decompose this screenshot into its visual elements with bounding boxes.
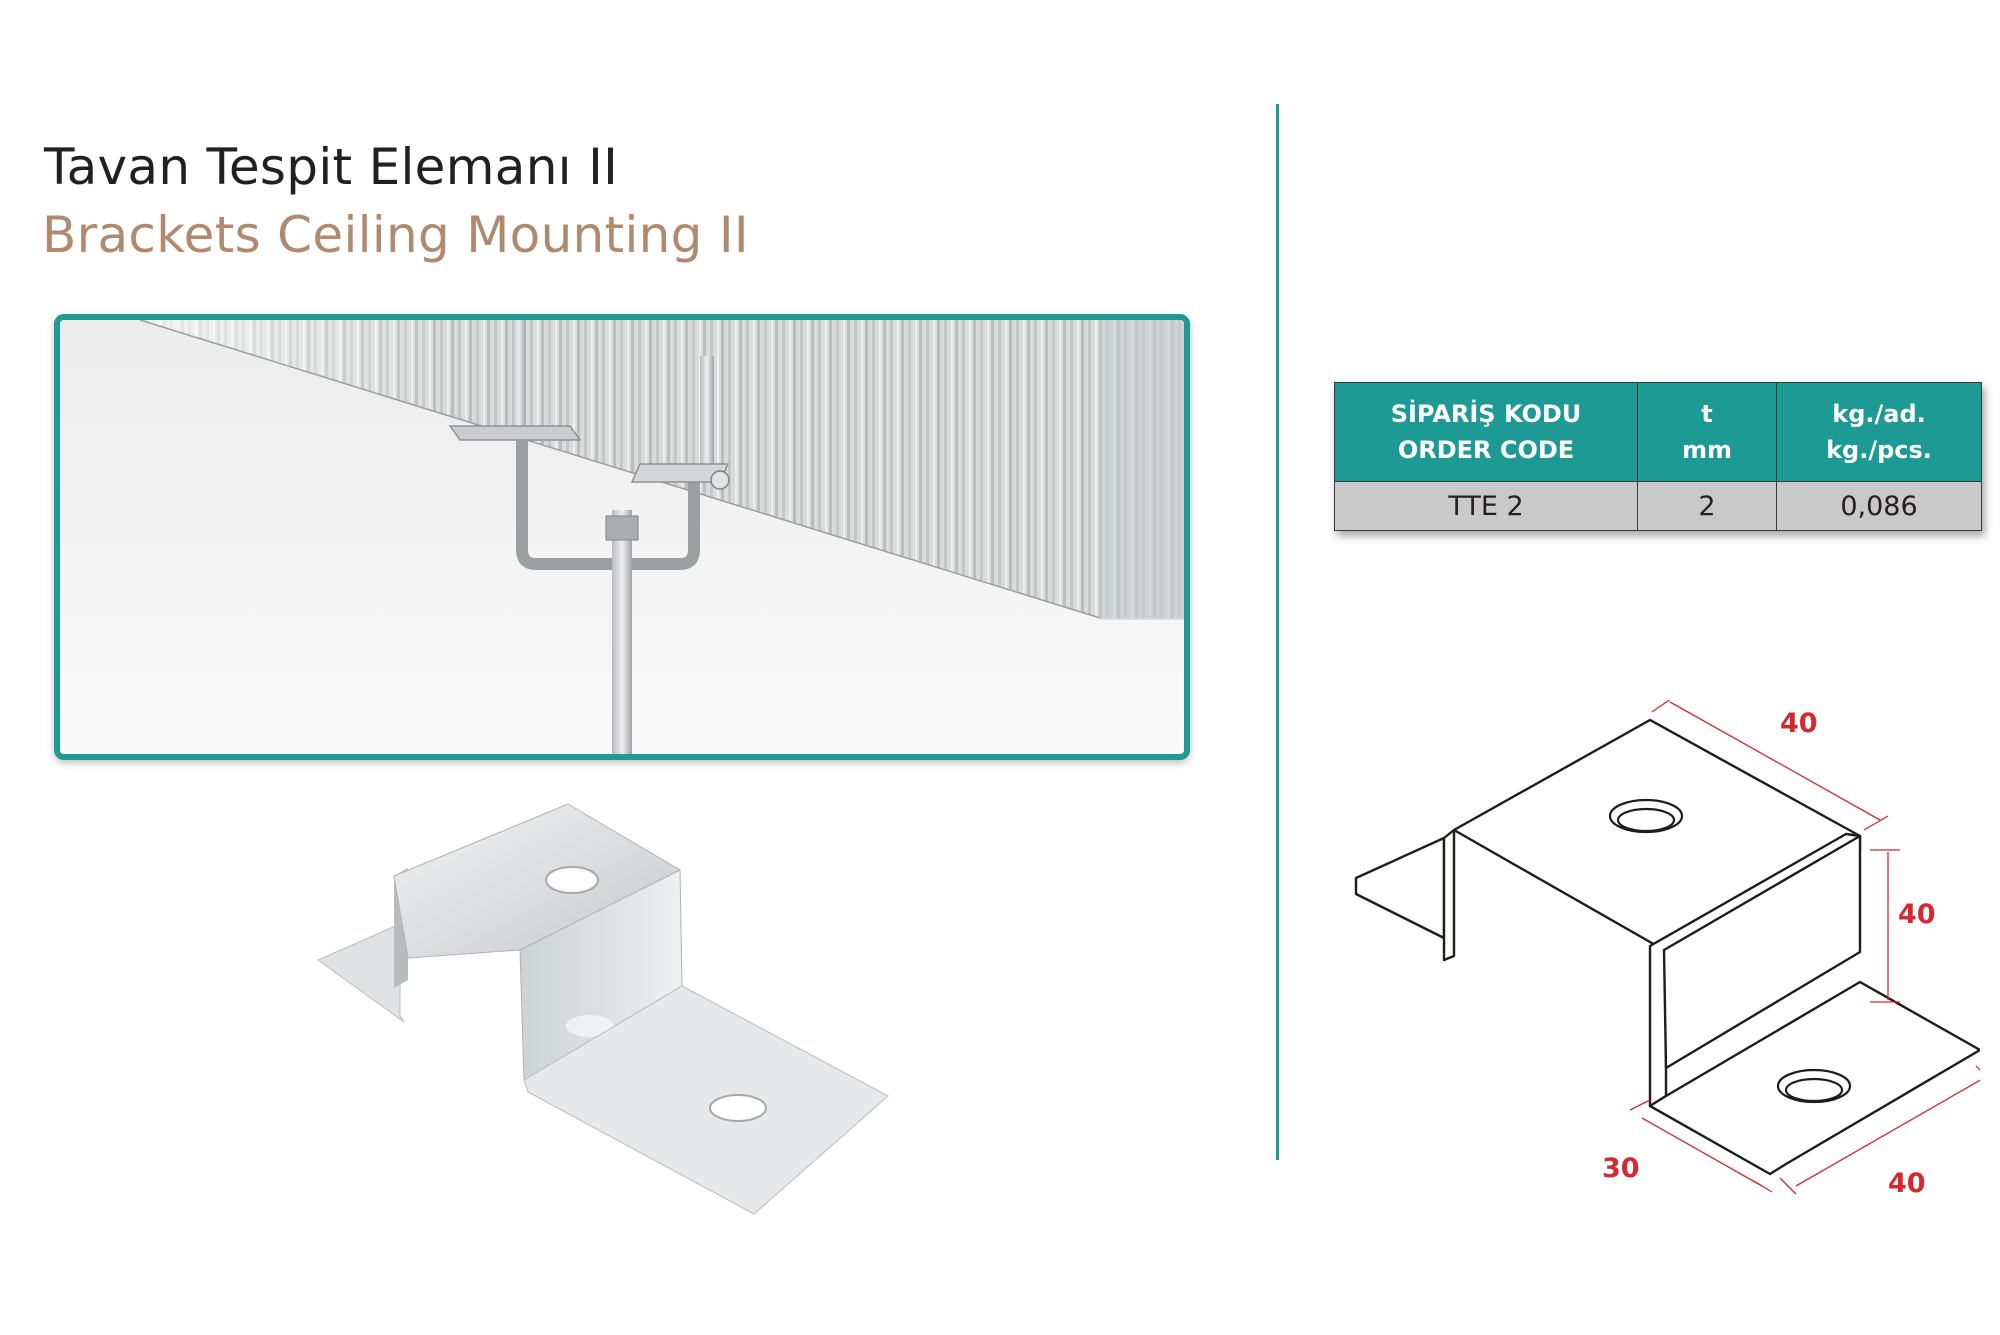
dimension-top-length: 40 <box>1780 708 1818 739</box>
page-subtitle: Brackets Ceiling Mounting II <box>42 206 749 264</box>
cell-weight: 0,086 <box>1776 481 1982 531</box>
cell-order-code: TTE 2 <box>1334 481 1638 531</box>
technical-drawing: 40 40 30 40 <box>1354 700 1980 1199</box>
header-weight: kg./ad. kg./pcs. <box>1776 382 1982 482</box>
header-label-en: ORDER CODE <box>1397 436 1575 464</box>
installation-illustration <box>60 320 1184 754</box>
header-label-tr: SİPARİŞ KODU <box>1390 400 1582 428</box>
anchor-bolt-right <box>700 356 714 466</box>
threaded-rod <box>612 510 632 754</box>
table-row: TTE 2 2 0,086 <box>1334 481 1982 531</box>
dimension-height: 40 <box>1898 899 1936 930</box>
order-table: SİPARİŞ KODU ORDER CODE t mm kg./ad. kg.… <box>1334 382 1982 531</box>
installation-photo <box>54 314 1190 760</box>
header-label-en: kg./pcs. <box>1826 436 1932 464</box>
header-order-code: SİPARİŞ KODU ORDER CODE <box>1334 382 1638 482</box>
top-hole <box>545 866 599 894</box>
vertical-divider <box>1276 104 1279 1160</box>
cell-thickness: 2 <box>1637 481 1777 531</box>
header-label-tr: kg./ad. <box>1832 400 1926 428</box>
header-label-unit: mm <box>1681 436 1732 464</box>
page-title: Tavan Tespit Elemanı II <box>44 138 619 196</box>
dimension-foot-length: 40 <box>1888 1168 1926 1199</box>
foot-hole <box>709 1094 767 1122</box>
anchor-bolt-left <box>512 320 526 438</box>
header-label-symbol: t <box>1701 400 1713 428</box>
product-render <box>316 803 889 1215</box>
dimension-foot-width: 30 <box>1602 1153 1640 1184</box>
table-header-row: SİPARİŞ KODU ORDER CODE t mm kg./ad. kg.… <box>1334 382 1982 482</box>
header-thickness: t mm <box>1637 382 1777 482</box>
